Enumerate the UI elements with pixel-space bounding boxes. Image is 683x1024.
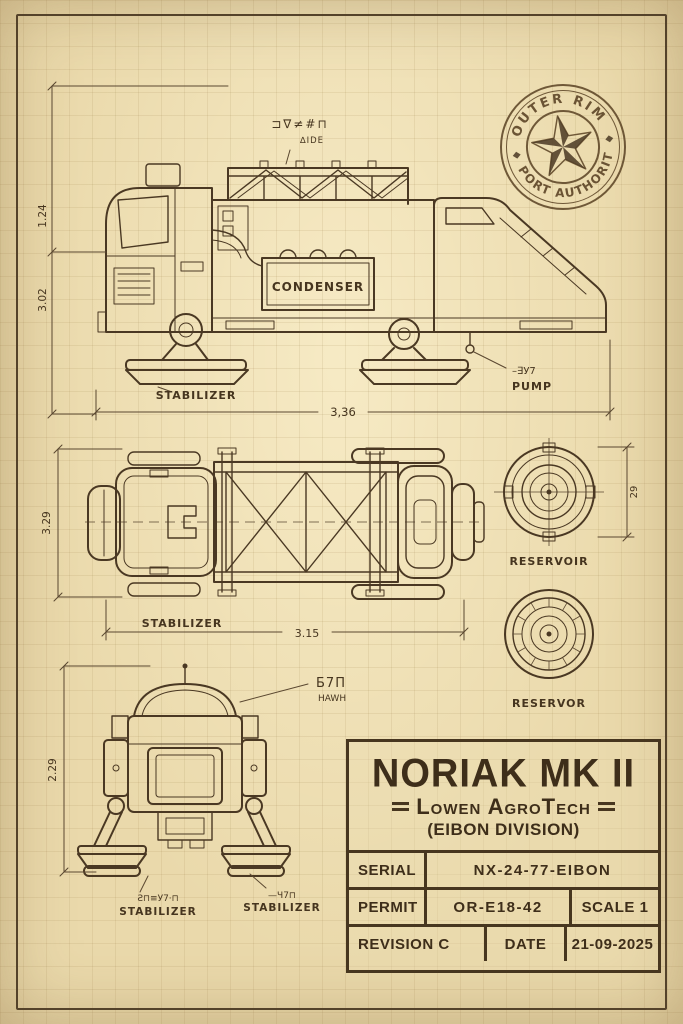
reservoir-tab — [542, 442, 556, 453]
front-stab-right-note: —Ч7⊓ — [268, 891, 296, 901]
serial-value: NX-24-77-EIBON — [424, 853, 658, 887]
permit-label: PERMIT — [358, 898, 418, 916]
reservoir-top-label: RESERVOIR — [509, 555, 588, 568]
pump-label: PUMP — [512, 380, 552, 393]
reservoir-dim: 29 — [629, 486, 640, 499]
side-view-dimensions — [47, 81, 615, 421]
side-view-truss — [227, 160, 409, 205]
leg-struts — [93, 811, 277, 847]
reservoir-tab — [503, 485, 514, 499]
front-dome — [133, 683, 237, 717]
pump-nub — [465, 344, 475, 354]
top-dim-width: 3.15 — [295, 627, 320, 640]
side-view-note-main: ⊐∇≠#⊓ — [271, 117, 329, 131]
condenser-label: CONDENSER — [272, 280, 364, 294]
rear-skid — [359, 369, 471, 385]
serial-label: SERIAL — [358, 861, 417, 879]
title-block: NORIAK MK II Lowen AgroTech (EIBON DIVIS… — [346, 739, 661, 973]
date-value: 21-09-2025 — [564, 927, 658, 961]
top-view-drawing: 3.29 STABILIZER 3.15 — [41, 444, 485, 641]
double-line-decoration-right — [597, 802, 615, 811]
revision-row: REVISION C DATE 21-09-2025 — [349, 924, 658, 961]
condenser-box — [261, 257, 375, 311]
side-view-rear-ramp — [433, 197, 607, 354]
compass-star-icon — [531, 115, 592, 177]
front-stab-left-note: Ƨ⊓≡У7·⊓ — [137, 894, 178, 904]
title-block-header: NORIAK MK II Lowen AgroTech (EIBON DIVIS… — [349, 742, 658, 850]
front-foot-right — [221, 845, 291, 877]
top-front-bumper — [87, 485, 121, 561]
reservoir-top-drawing: 29 RESERVOIR — [494, 438, 640, 568]
leg-pivot-left — [107, 797, 125, 815]
rear-pivot-wheel — [388, 318, 420, 350]
stamp-outer-ring — [500, 84, 626, 210]
front-cab — [127, 715, 243, 813]
front-dim-height: 2.29 — [47, 758, 59, 781]
drawing-title: NORIAK MK II — [371, 751, 636, 796]
date-label: DATE — [484, 927, 564, 961]
reservoir-radial-fins — [513, 598, 585, 670]
roof-box — [145, 163, 181, 187]
side-stabilizer-label: STABILIZER — [156, 389, 237, 402]
front-stab-right-label: STABILIZER — [243, 902, 320, 914]
side-view-drawing: ⊐∇≠#⊓ ∆IDE 1.24 3.02 STABILIZER 3,36 –∃У… — [37, 81, 615, 421]
front-stab-left-label: STABILIZER — [119, 906, 196, 918]
side-view-undercarriage — [125, 313, 471, 385]
underbody-box — [157, 811, 213, 841]
top-skid-bar — [351, 584, 445, 600]
side-view-body — [211, 199, 435, 333]
serial-row: SERIAL NX-24-77-EIBON — [349, 850, 658, 887]
stamp-diamond-right-icon — [605, 135, 614, 143]
front-foot-left — [77, 845, 147, 877]
side-view-note-sub: ∆IDE — [299, 136, 324, 146]
dim-height-lower: 3.02 — [37, 288, 49, 311]
cab-window — [117, 195, 169, 249]
front-view-drawing: Б7Π HAWH 2.29 Ƨ⊓≡У7·⊓ STABILIZER —Ч7⊓ ST… — [47, 661, 346, 918]
company-row: Lowen AgroTech — [392, 793, 615, 819]
reservoir-tab — [585, 485, 596, 499]
dim-overall-width: 3,36 — [330, 405, 356, 419]
top-skid-bar — [127, 451, 201, 466]
reservoir-bottom-label: RESERVOR — [512, 697, 586, 710]
reservoir-tab — [542, 531, 556, 542]
top-stabilizer-label: STABILIZER — [142, 617, 223, 630]
side-pod-right — [241, 739, 267, 797]
top-dim-height: 3.29 — [41, 511, 53, 534]
front-skid — [125, 369, 249, 385]
side-pod-left — [103, 739, 129, 797]
permit-value: OR-E18-42 — [424, 890, 569, 924]
stamp-diamond-left-icon — [512, 151, 521, 159]
dim-height-upper: 1.24 — [37, 204, 49, 228]
front-window — [147, 747, 223, 805]
reservoir-bottom-drawing: RESERVOR — [504, 589, 594, 710]
front-pivot-wheel — [169, 313, 203, 347]
double-line-decoration-left — [392, 802, 410, 811]
top-skid-bar — [127, 582, 201, 597]
top-cab — [115, 467, 217, 577]
port-authority-stamp: OUTER RIM PORT AUTHORIT — [500, 84, 626, 210]
pipe — [211, 229, 263, 267]
revision-value: REVISION C — [358, 935, 450, 953]
front-note-sub: HAWH — [318, 694, 346, 704]
stamp-inner-ring — [526, 110, 600, 184]
front-note-main: Б7Π — [316, 676, 346, 691]
division-name: (EIBON DIVISION) — [427, 819, 580, 839]
cab-grille — [113, 267, 155, 305]
company-name: Lowen AgroTech — [416, 793, 591, 819]
side-view-cab — [97, 163, 213, 333]
top-skid-bar — [351, 448, 445, 464]
antenna-tip — [182, 663, 188, 669]
pump-note: –∃У7 — [512, 366, 536, 377]
rear-window — [445, 207, 495, 225]
permit-row: PERMIT OR-E18-42 SCALE 1 — [349, 887, 658, 924]
scale-value: SCALE 1 — [569, 890, 658, 924]
leg-pivot-right — [245, 797, 263, 815]
front-view-dimensions — [59, 661, 309, 893]
top-view-dimensions — [53, 444, 469, 641]
